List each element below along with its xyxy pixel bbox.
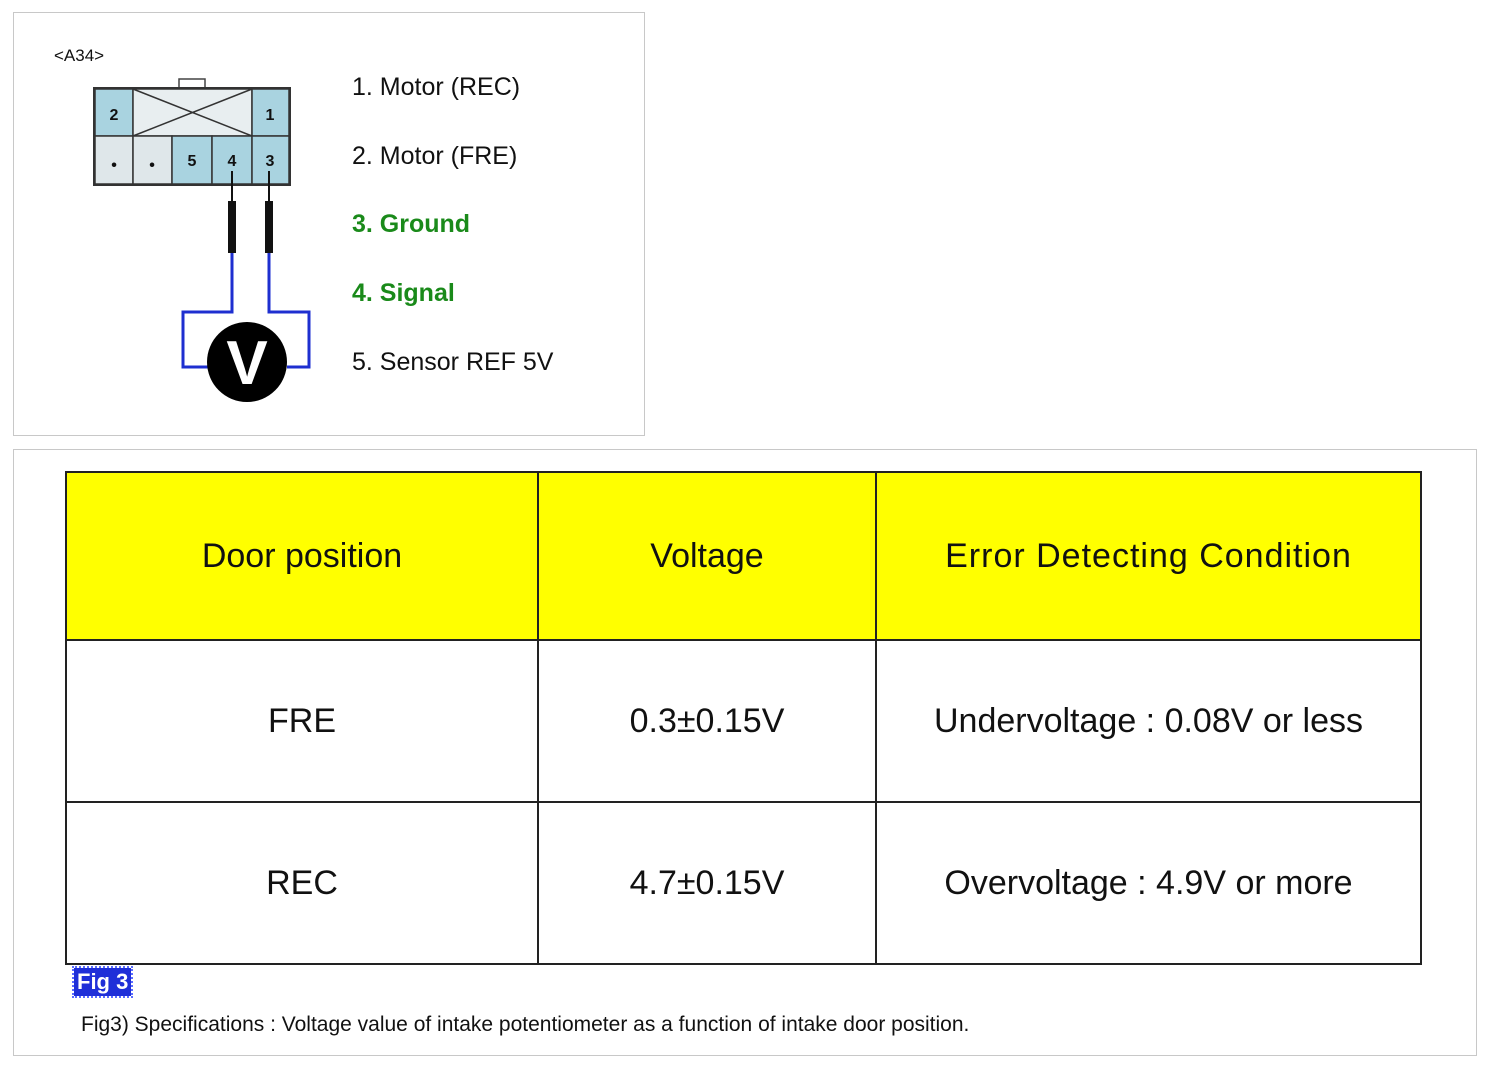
- probe-tip-4: [228, 201, 236, 253]
- specification-panel: Door position Voltage Error Detecting Co…: [13, 449, 1477, 1056]
- pin-number-3: 3: [266, 153, 275, 170]
- figure-caption: Fig3) Specifications : Voltage value of …: [81, 1013, 970, 1036]
- table-row: REC 4.7±0.15V Overvoltage : 4.9V or more: [65, 801, 1422, 965]
- empty-dot-b: •: [149, 157, 155, 174]
- header-door-position: Door position: [65, 471, 539, 641]
- meter-wire-left: [181, 253, 234, 369]
- figure-badge: Fig 3: [71, 966, 134, 998]
- pin-cell-1: [251, 88, 290, 137]
- cell-error-condition: Undervoltage : 0.08V or less: [875, 639, 1422, 803]
- spec-table: Door position Voltage Error Detecting Co…: [65, 471, 1422, 965]
- pin-number-2: 2: [110, 107, 119, 124]
- cell-door-position: FRE: [65, 639, 539, 803]
- empty-dot-a: •: [111, 157, 117, 174]
- connector-diagram-panel: <A34> 2 1 • • 5 4 3 V: [13, 12, 645, 436]
- table-row: FRE 0.3±0.15V Undervoltage : 0.08V or le…: [65, 639, 1422, 803]
- cell-error-condition: Overvoltage : 4.9V or more: [875, 801, 1422, 965]
- pin-description-4: 4. Signal: [352, 279, 455, 307]
- voltmeter-symbol: [207, 322, 287, 402]
- connector-wiring-diagram: 2 1 • • 5 4 3 V: [93, 78, 311, 402]
- pin-description-1: 1. Motor (REC): [352, 73, 521, 101]
- meter-wire-right: [267, 253, 311, 369]
- pin-number-1: 1: [266, 107, 275, 124]
- header-voltage: Voltage: [537, 471, 877, 641]
- connector-id-label: <A34>: [54, 46, 105, 65]
- pin-description-3: 3. Ground: [352, 210, 471, 238]
- cell-voltage: 0.3±0.15V: [537, 639, 877, 803]
- cell-door-position: REC: [65, 801, 539, 965]
- pin-description-2: 2. Motor (FRE): [352, 142, 518, 170]
- pin-description-5: 5. Sensor REF 5V: [352, 348, 554, 376]
- probe-tip-3: [265, 201, 273, 253]
- pin-number-5: 5: [188, 153, 197, 170]
- voltmeter-label: V: [226, 329, 267, 398]
- pin-number-4: 4: [228, 153, 237, 170]
- pin-cell-3: [251, 135, 290, 185]
- table-header-row: Door position Voltage Error Detecting Co…: [65, 471, 1422, 641]
- header-error-condition: Error Detecting Condition: [875, 471, 1422, 641]
- cell-voltage: 4.7±0.15V: [537, 801, 877, 965]
